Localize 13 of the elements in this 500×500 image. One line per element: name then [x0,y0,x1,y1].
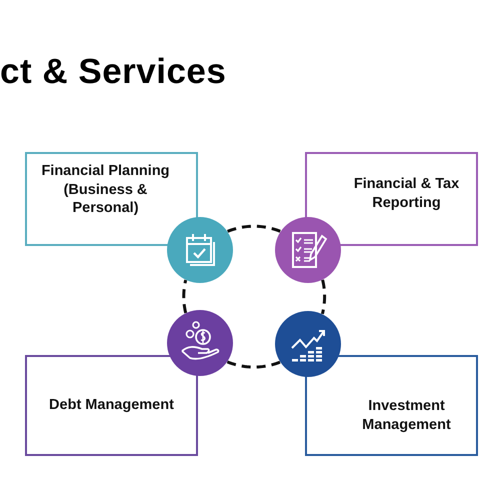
dashed-connector [182,280,188,314]
service-box [305,355,478,456]
service-label: Financial Planning (Business & Personal) [40,162,171,218]
service-label: Debt Management [49,396,174,415]
service-label: Investment Management [361,396,452,434]
dashed-connector [320,279,326,314]
title: ct & Services [0,52,226,92]
service-label: Financial & Tax Reporting [352,175,460,213]
dashed-connector [227,224,281,233]
service-box [305,152,478,246]
dashed-connector [226,360,281,369]
service-box [25,355,198,456]
service-box [25,152,198,246]
